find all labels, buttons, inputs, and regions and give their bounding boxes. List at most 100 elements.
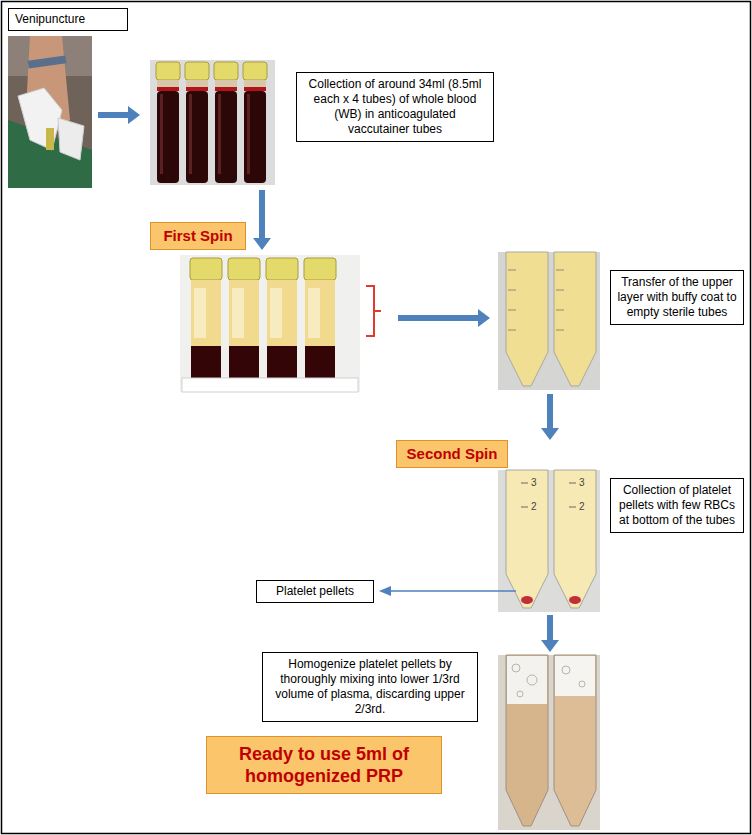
whole-blood [244, 91, 266, 183]
conical-tube [506, 470, 548, 608]
plasma-tubes-photo [498, 252, 600, 390]
red-cell-layer [191, 346, 221, 380]
tube-neck [215, 80, 237, 87]
tube-cap [185, 62, 209, 80]
tube-rack [182, 378, 358, 392]
tube-label [232, 288, 244, 338]
vacutainer [46, 128, 54, 150]
venipuncture-photo [8, 36, 92, 188]
flow-arrow [98, 106, 140, 124]
conical-tube [554, 252, 596, 386]
conical-tube [554, 470, 596, 608]
tube-neck [186, 80, 208, 87]
tube-band [186, 87, 208, 91]
tube-cap [266, 258, 298, 280]
photo-ground [498, 655, 600, 830]
flow-arrow [541, 615, 559, 652]
bubble [527, 675, 537, 685]
plasma-layer [229, 280, 259, 346]
photo-ground [150, 60, 275, 185]
stage-box: First Spin [150, 222, 246, 250]
step-label: Venipuncture [8, 8, 128, 31]
tube-cap [243, 62, 267, 80]
box-text: Homogenize platelet pellets by thoroughl… [268, 657, 472, 717]
result-box: Ready to use 5ml of homogenized PRP [206, 736, 442, 794]
graduation-mark: 2 [531, 502, 537, 512]
photo-ground [180, 255, 360, 392]
whole-blood [157, 91, 179, 183]
plasma-layer [191, 280, 221, 346]
leader-line [390, 590, 516, 592]
graduation-mark: 2 [579, 502, 585, 512]
photo-ground [498, 252, 600, 390]
box-text: First Spin [157, 227, 239, 245]
tube-label [308, 288, 320, 338]
flow-arrows [98, 106, 559, 652]
box-text: Ready to use 5ml of homogenized PRP [215, 743, 433, 787]
glass-highlight [189, 94, 192, 174]
stage-box: Second Spin [396, 440, 508, 468]
plasma-layer [305, 280, 335, 346]
conical-tube [506, 655, 548, 826]
bubble [562, 666, 570, 674]
bubble [579, 681, 585, 687]
box-text: Collection of platelet pellets with few … [616, 483, 738, 528]
graduation-ticks [521, 483, 576, 507]
bubble [512, 664, 520, 672]
note-box: Collection of platelet pellets with few … [610, 478, 744, 533]
flow-arrow [398, 309, 490, 327]
whole-blood [186, 91, 208, 183]
tube-cap [304, 258, 336, 280]
platelet-pellet [521, 596, 533, 604]
bubble [517, 691, 523, 697]
red-cell-layer [267, 346, 297, 380]
tube-cap [228, 258, 260, 280]
whole-blood-tubes-photo [150, 60, 275, 185]
conical-tube [554, 655, 596, 826]
leader-arrowhead [379, 586, 391, 596]
tourniquet [28, 55, 67, 68]
tube-neck [157, 80, 179, 87]
glass-highlight [160, 94, 163, 174]
flow-arrow [253, 190, 271, 250]
red-cell-layer [305, 346, 335, 380]
tube-cap [156, 62, 180, 80]
box-text: Second Spin [403, 445, 501, 463]
graduation-mark: 3 [579, 478, 585, 488]
box-text: Transfer of the upper layer with buffy c… [616, 275, 738, 320]
plasma-layer [267, 280, 297, 346]
red-cell-layer [229, 346, 259, 380]
box-text: Venipuncture [15, 12, 121, 27]
tube-band [157, 87, 179, 91]
prp-tubes-photo [498, 655, 600, 830]
whole-blood [215, 91, 237, 183]
tube-label [194, 288, 206, 338]
note-box: Transfer of the upper layer with buffy c… [610, 270, 744, 325]
graduation-mark: 3 [531, 478, 537, 488]
callout-box: Platelet pellets [256, 580, 374, 603]
foam [555, 656, 595, 696]
box-text: Collection of around 34ml (8.5ml each x … [302, 77, 488, 137]
red-bracket [366, 286, 381, 336]
note-box: Homogenize platelet pellets by thoroughl… [262, 652, 478, 722]
platelet-pellet [569, 596, 581, 604]
tube-cap [190, 258, 222, 280]
tube-cap [214, 62, 238, 80]
flow-arrow [541, 394, 559, 440]
glass-highlight [218, 94, 221, 174]
note-box: Collection of around 34ml (8.5ml each x … [296, 72, 494, 142]
tube-band [215, 87, 237, 91]
glass-highlight [247, 94, 250, 174]
spun-tubes-photo [180, 255, 360, 392]
tube-label [270, 288, 282, 338]
tube-neck [244, 80, 266, 87]
tube-band [244, 87, 266, 91]
photo-ground [8, 36, 92, 188]
gloved-hand [58, 118, 84, 160]
conical-tube [506, 252, 548, 386]
box-text: Platelet pellets [263, 584, 367, 599]
foam [507, 656, 547, 704]
